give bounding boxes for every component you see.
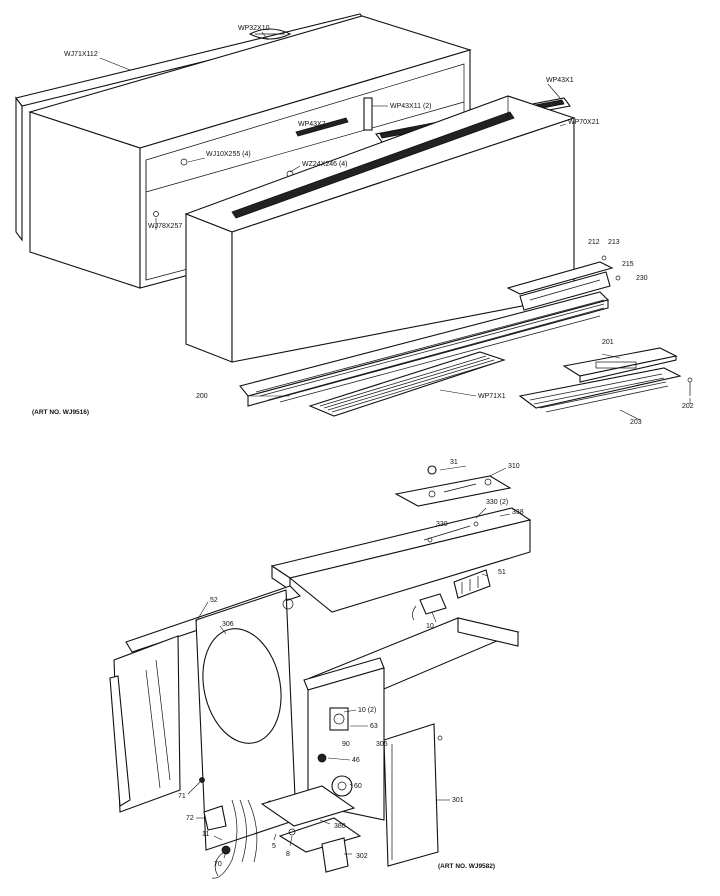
blower-housing bbox=[109, 585, 302, 851]
label-72: 72 bbox=[186, 815, 194, 822]
label-330: 330 bbox=[436, 521, 448, 528]
electrical-box bbox=[303, 657, 385, 821]
label-215: 215 bbox=[622, 261, 634, 268]
label-230: 230 bbox=[636, 275, 648, 282]
mounting-bracket bbox=[260, 785, 362, 853]
part-labels: WP32X10 WJ71X112 WP43X1 WP43X11 (2) WP70… bbox=[32, 25, 694, 870]
label-51: 51 bbox=[498, 569, 506, 576]
control-box-top bbox=[270, 507, 532, 613]
label-203: 203 bbox=[630, 419, 642, 426]
label-52: 52 bbox=[210, 597, 218, 604]
label-60: 60 bbox=[354, 783, 362, 790]
label-11: 11 bbox=[202, 831, 209, 838]
label-202: 202 bbox=[682, 403, 694, 410]
label-wj10x255: WJ10X255 (4) bbox=[206, 151, 251, 158]
grille-louvers bbox=[319, 355, 499, 413]
label-wp71x1: WP71X1 bbox=[478, 393, 506, 400]
label-wp43x1: WP43X1 bbox=[546, 77, 574, 84]
label-wp43x7: WP43X7 bbox=[298, 121, 326, 128]
access-panel bbox=[383, 723, 443, 867]
label-201: 201 bbox=[602, 339, 614, 346]
label-380: 380 bbox=[334, 823, 346, 830]
switch-relay bbox=[412, 593, 447, 621]
label-71: 71 bbox=[178, 793, 186, 800]
label-5: 5 bbox=[272, 843, 276, 850]
label-8: 8 bbox=[286, 851, 290, 858]
label-70: 70 bbox=[214, 861, 222, 868]
front-panel bbox=[184, 95, 576, 363]
label-338: 338 bbox=[512, 509, 524, 516]
label-306: 306 bbox=[222, 621, 234, 628]
label-wp32x10: WP32X10 bbox=[238, 25, 270, 32]
label-302: 302 bbox=[356, 853, 368, 860]
label-10-bot: 10 bbox=[426, 623, 434, 630]
label-63: 63 bbox=[370, 723, 378, 730]
motor-and-wiring bbox=[199, 777, 258, 879]
label-wp70x21: WP70X21 bbox=[568, 119, 600, 126]
label-213: 213 bbox=[608, 239, 620, 246]
label-wj71x112: WJ71X112 bbox=[64, 51, 98, 58]
label-305: 305 bbox=[376, 741, 388, 748]
label-212: 212 bbox=[588, 239, 600, 246]
label-200: 200 bbox=[196, 393, 208, 400]
bottom-grille-slats bbox=[529, 373, 669, 413]
label-wz24x246: WZ24X246 (4) bbox=[302, 161, 348, 168]
grille-slats bbox=[255, 299, 605, 403]
discharge-grille-assembly bbox=[239, 255, 693, 417]
control-cover-plate bbox=[394, 465, 512, 507]
label-330-2: 330 (2) bbox=[486, 499, 508, 506]
terminal-block bbox=[453, 569, 491, 599]
label-wj78x257: WJ78X257 bbox=[148, 223, 182, 230]
label-46: 46 bbox=[352, 757, 360, 764]
label-10-2: 10 (2) bbox=[358, 707, 376, 714]
leader-lines bbox=[99, 31, 691, 859]
label-310: 310 bbox=[508, 463, 520, 470]
art-number-bottom: (ART NO. WJ9582) bbox=[438, 863, 495, 870]
label-wp43x11: WP43X11 (2) bbox=[390, 103, 432, 110]
capacitor-clip bbox=[321, 837, 349, 873]
art-number-top: (ART NO. WJ9516) bbox=[32, 409, 89, 416]
label-301: 301 bbox=[452, 797, 464, 804]
label-31: 31 bbox=[450, 459, 458, 466]
label-90: 90 bbox=[342, 741, 350, 748]
